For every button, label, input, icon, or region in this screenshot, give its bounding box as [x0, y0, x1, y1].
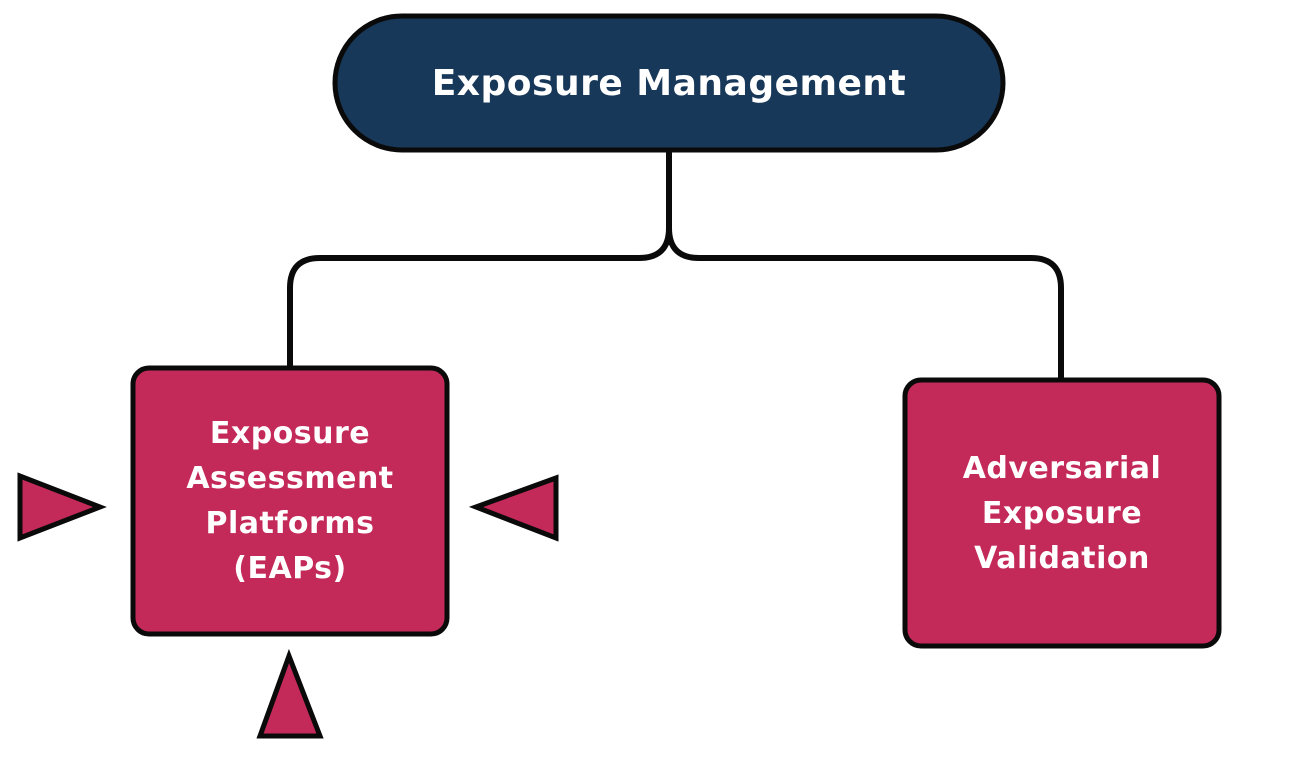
triangle-right-icon — [17, 472, 107, 542]
triangle-left-icon — [468, 474, 559, 542]
eap-label-line: Platforms — [205, 506, 375, 541]
eap-label-line: Assessment — [186, 461, 394, 496]
aev-label-line: Exposure — [981, 495, 1143, 531]
triangle-up-icon — [256, 648, 324, 739]
eap-node-label: Exposure Assessment Platforms (EAPs) — [133, 368, 447, 634]
connector-to-left-node — [287, 227, 672, 368]
connector-to-right-node — [666, 227, 1064, 380]
aev-node — [902, 377, 1222, 649]
eap-label-line: (EAPs) — [233, 551, 347, 586]
eap-label-line: Exposure — [209, 416, 371, 451]
aev-label-line: Validation — [974, 540, 1150, 576]
root-node-label: Exposure Management — [431, 62, 907, 104]
aev-node-label: Adversarial Exposure Validation — [905, 380, 1219, 646]
root-node — [332, 13, 1006, 153]
aev-label-line: Adversarial — [962, 450, 1162, 486]
eap-node — [130, 365, 450, 637]
